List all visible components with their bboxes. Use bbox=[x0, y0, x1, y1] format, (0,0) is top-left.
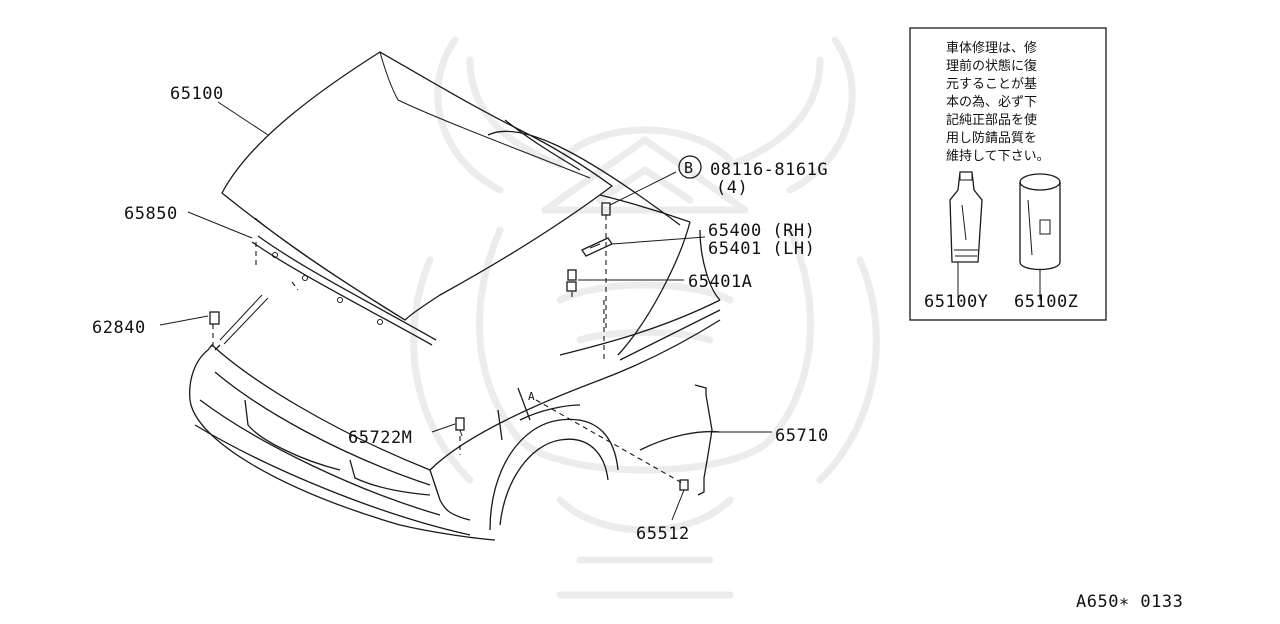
label-stay-clip: 65722M bbox=[348, 428, 412, 448]
inset-note-line: 本の為、必ず下 bbox=[946, 94, 1037, 110]
assembly-dashes bbox=[212, 215, 685, 485]
label-hinge-rh: 65400 (RH) bbox=[708, 221, 815, 241]
label-hood-seal: 65850 bbox=[124, 204, 178, 224]
bolt-ref-letter: B bbox=[684, 159, 693, 177]
hood-seal-strip bbox=[251, 235, 437, 346]
hood-hinge bbox=[566, 202, 613, 292]
stay-clip bbox=[455, 417, 465, 437]
inset-note-line: 記純正部品を使 bbox=[946, 112, 1037, 128]
label-hinge-bolt: 65401A bbox=[688, 272, 752, 292]
hood-panel bbox=[221, 51, 614, 321]
inset-note-line: 理前の状態に復 bbox=[946, 58, 1037, 74]
label-bolt-part: 08116-8161G bbox=[710, 160, 828, 180]
sealant-tube-icon bbox=[949, 171, 983, 263]
inset-note-line: 車体修理は、修 bbox=[946, 41, 1037, 56]
spray-can-icon bbox=[1019, 173, 1061, 271]
inset-note-line: 維持して下さい。 bbox=[946, 149, 1050, 164]
hood-stay-rod bbox=[679, 384, 713, 496]
leader-lines bbox=[159, 101, 1041, 521]
label-can-part: 65100Z bbox=[1014, 292, 1078, 312]
inset-note-line: 元することが基 bbox=[946, 77, 1037, 92]
diagram-code: A650∗ 0133 bbox=[1076, 592, 1183, 612]
windshield-pillar bbox=[487, 119, 721, 356]
label-hinge-lh: 65401 (LH) bbox=[708, 239, 815, 259]
label-hood: 65100 bbox=[170, 84, 224, 104]
callout-letter-a: A bbox=[528, 390, 535, 403]
label-bolt-qty: (4) bbox=[716, 178, 748, 198]
label-hood-stay: 65710 bbox=[775, 426, 829, 446]
label-tube-part: 65100Y bbox=[924, 292, 988, 312]
inset-box: 車体修理は、修 理前の状態に復 元することが基 本の為、必ず下 記純正部品を使 … bbox=[909, 27, 1107, 321]
bolt-callout: B bbox=[678, 155, 702, 179]
bumper-clip bbox=[209, 311, 220, 325]
watermark-emblem bbox=[410, 36, 880, 599]
inset-note-line: 用し防錆品質を bbox=[946, 130, 1037, 146]
label-bumper-clip: 62840 bbox=[92, 318, 146, 338]
label-stay-grommet: 65512 bbox=[636, 524, 690, 544]
